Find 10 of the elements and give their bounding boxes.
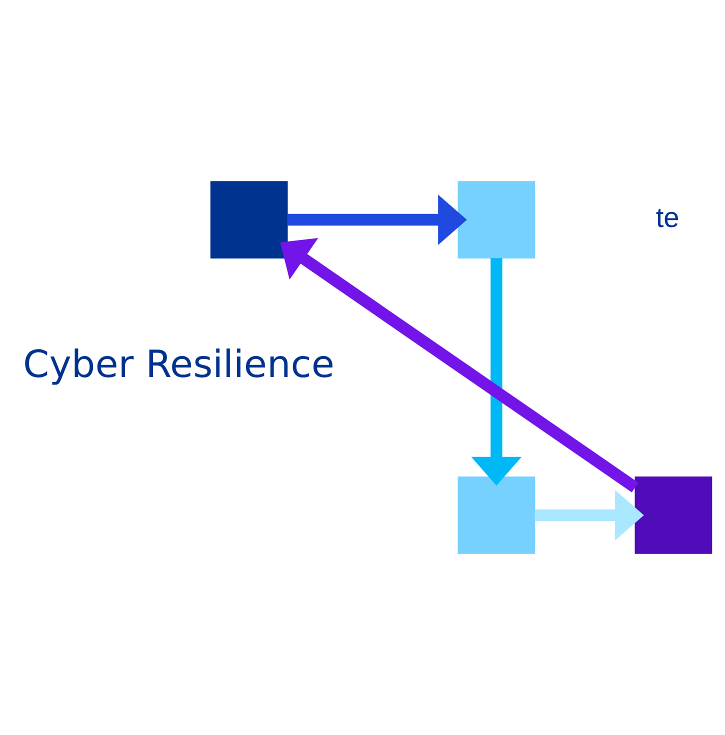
node-text: Cyber Resilience (23, 342, 334, 386)
label: te (656, 202, 680, 234)
arrow (471, 258, 522, 486)
arrow (280, 238, 638, 492)
node-box (634, 476, 712, 554)
node-box (210, 181, 288, 258)
node-box (458, 476, 536, 554)
arrow (287, 194, 467, 246)
arrow (534, 490, 644, 540)
node-box (458, 181, 536, 258)
